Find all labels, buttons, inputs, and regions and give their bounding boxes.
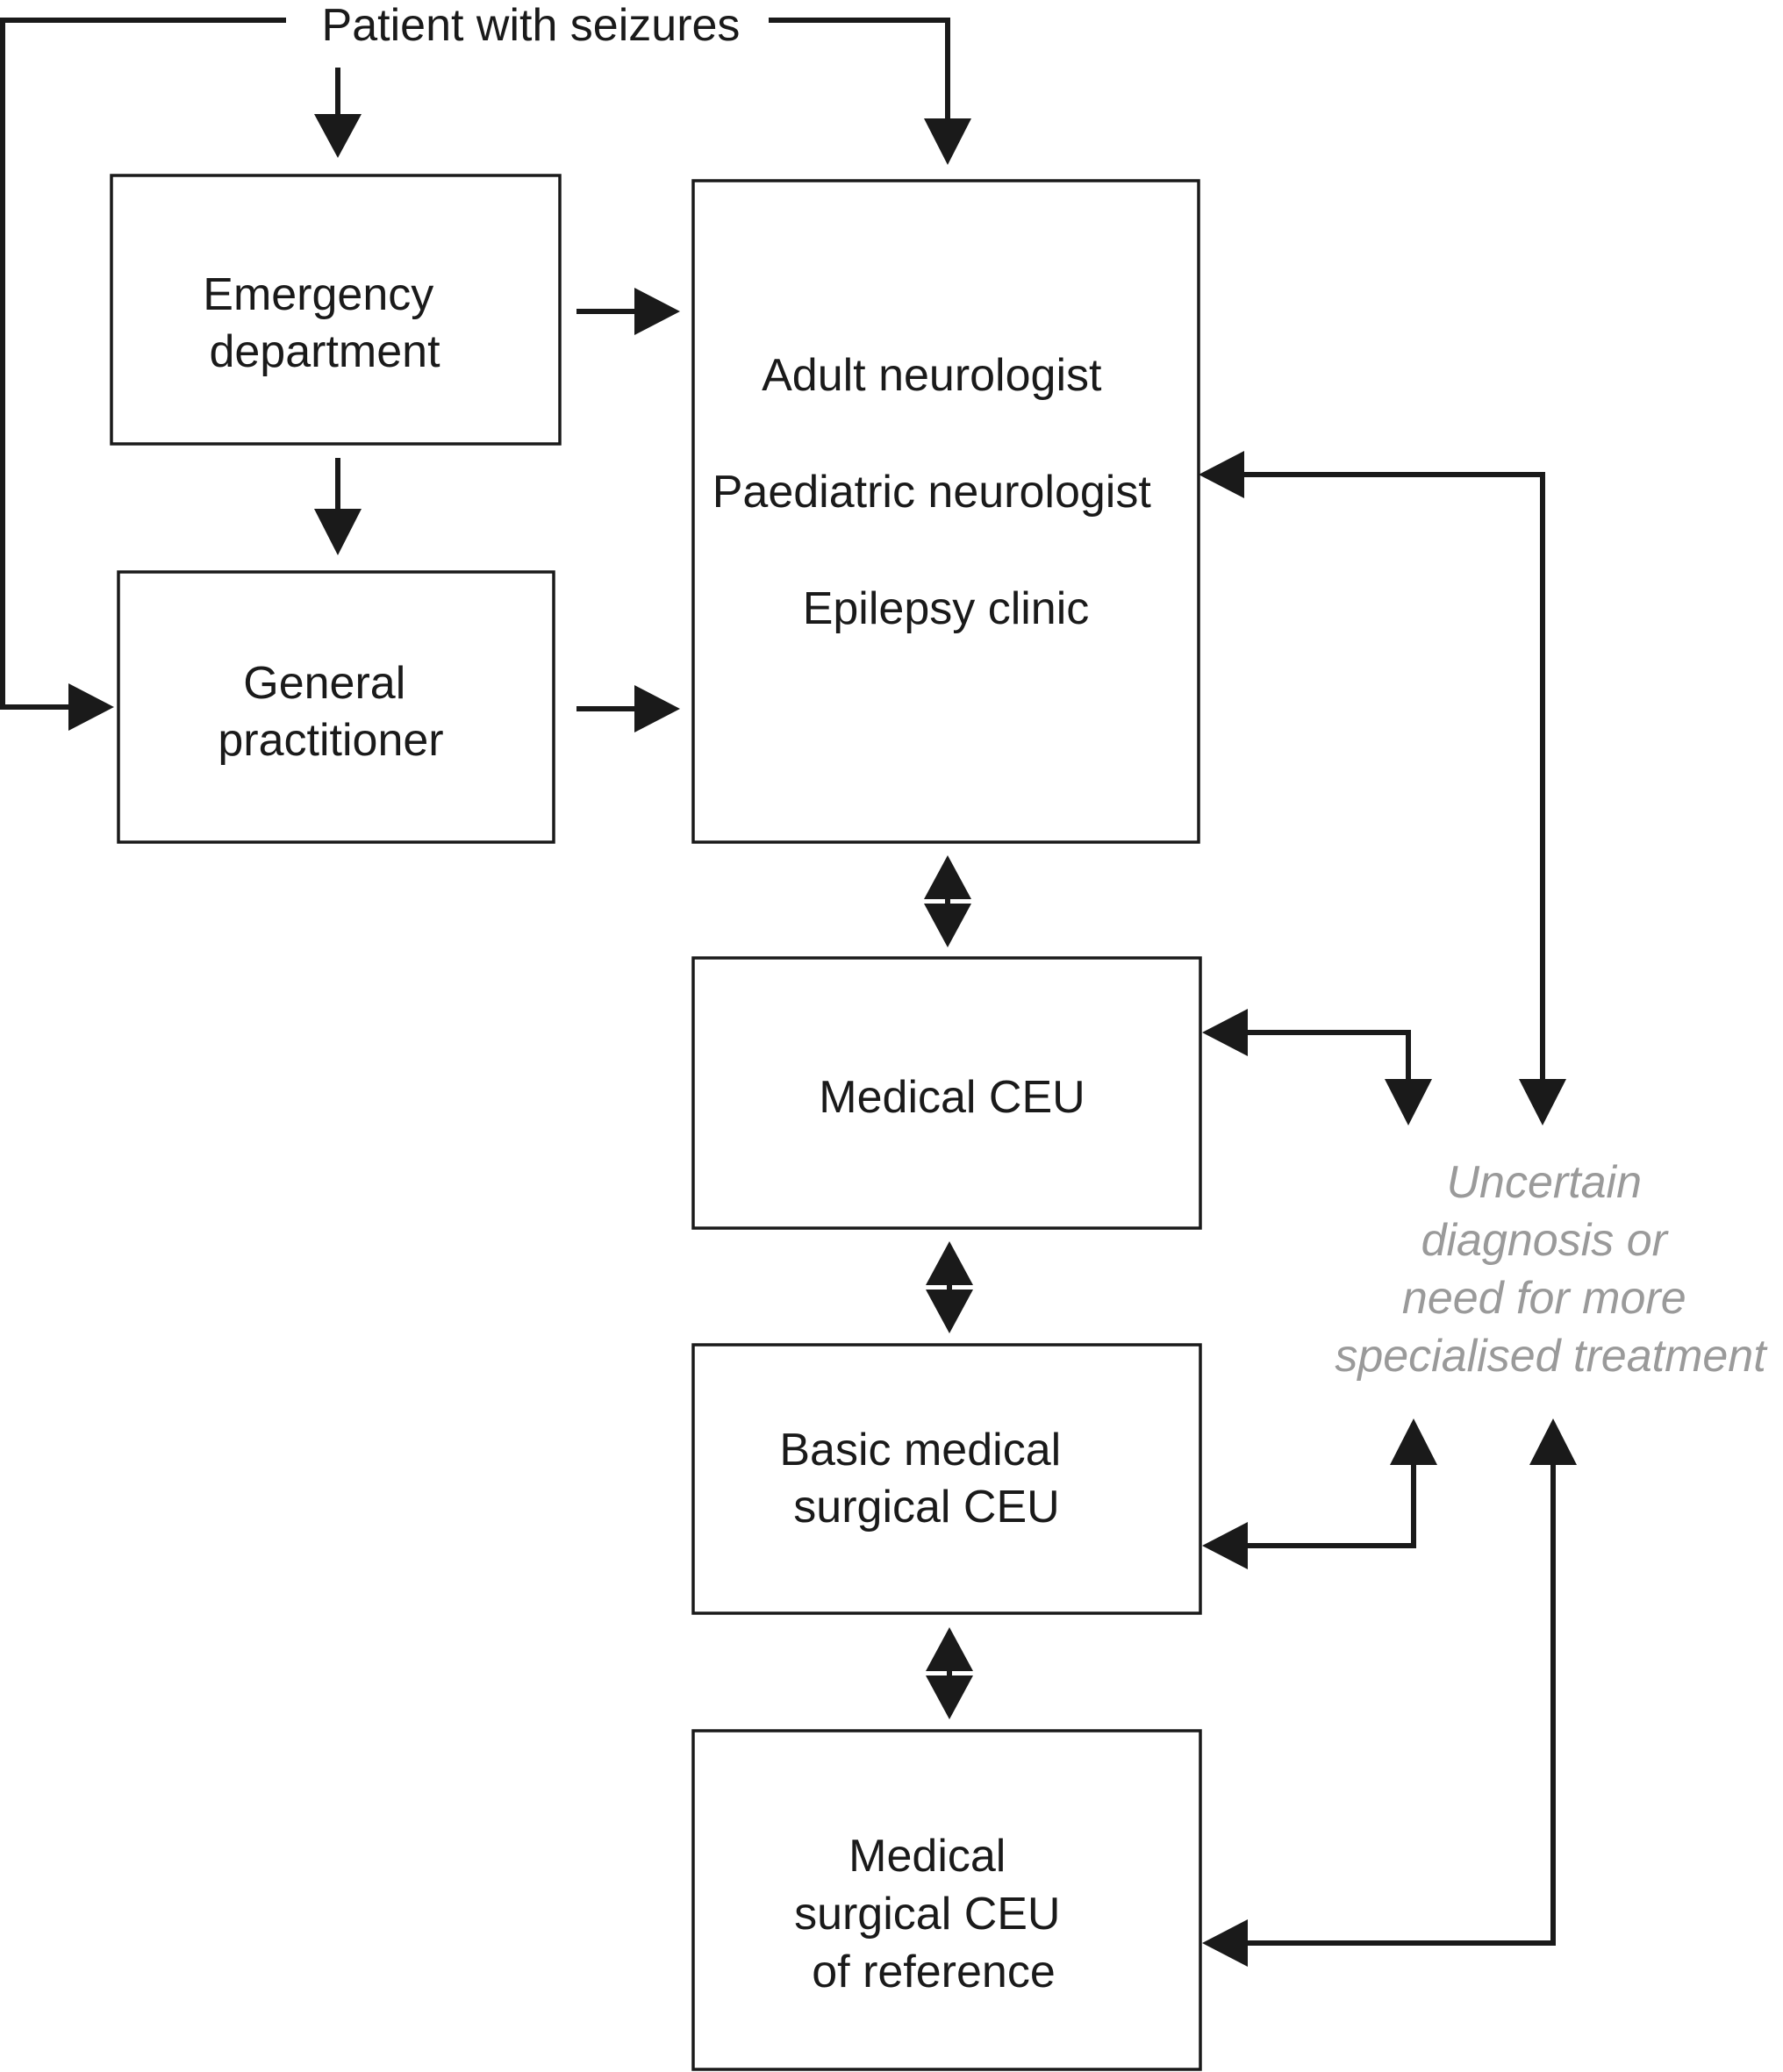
svg-text:Basic medical surgical C: Basic medical surgical CEU bbox=[779, 1425, 1073, 1533]
arrow-specialists-uncertain bbox=[1199, 451, 1566, 1125]
uncertain-line-1: Uncertain bbox=[1446, 1157, 1642, 1208]
patient-with-seizures-label: Patient with seizures bbox=[322, 0, 741, 51]
svg-text:Emergency department: Emergency department bbox=[203, 269, 446, 377]
reference-ceu-line-2: surgical CEU bbox=[794, 1889, 1060, 1940]
adult-neurologist-label: Adult neurologist bbox=[762, 350, 1102, 401]
arrow-reference-ceu-uncertain bbox=[1202, 1418, 1577, 1967]
uncertain-line-3: need for more bbox=[1402, 1273, 1686, 1324]
basic-ceu-line-1: Basic medical bbox=[779, 1425, 1061, 1475]
uncertain-line-2: diagnosis or bbox=[1421, 1215, 1670, 1266]
arrow-patient-to-emergency bbox=[314, 68, 362, 158]
medical-ceu-node: Medical CEU bbox=[691, 956, 1202, 1230]
general-practitioner-node: General practitioner bbox=[117, 570, 555, 844]
arrow-medical-ceu-uncertain bbox=[1202, 1009, 1432, 1125]
specialists-node: Adult neurologist Paediatric neurologist… bbox=[691, 179, 1200, 844]
arrow-patient-to-gp bbox=[0, 18, 286, 731]
svg-text:General practitioner: General practitioner bbox=[218, 658, 443, 766]
arrow-patient-to-specialists bbox=[769, 18, 971, 165]
emergency-line-2: department bbox=[209, 326, 440, 377]
uncertain-diagnosis-note: Uncertain diagnosis or need for more spe… bbox=[1335, 1157, 1768, 1382]
basic-ceu-line-2: surgical CEU bbox=[793, 1482, 1059, 1533]
reference-ceu-node: Medical surgical CEU of reference bbox=[691, 1729, 1202, 2071]
epilepsy-clinic-label: Epilepsy clinic bbox=[803, 583, 1090, 634]
arrow-gp-to-specialists bbox=[576, 685, 680, 732]
gp-line-1: General bbox=[243, 658, 405, 709]
gp-line-2: practitioner bbox=[218, 715, 443, 766]
medical-ceu-label: Medical CEU bbox=[819, 1072, 1085, 1123]
arrow-emergency-to-specialists bbox=[576, 288, 680, 335]
arrow-basic-ceu-uncertain bbox=[1202, 1418, 1437, 1569]
emergency-department-node: Emergency department bbox=[110, 174, 562, 446]
arrow-basic-reference-ceu bbox=[926, 1627, 973, 1719]
reference-ceu-line-3: of reference bbox=[812, 1947, 1056, 1997]
paediatric-neurologist-label: Paediatric neurologist bbox=[712, 467, 1152, 518]
arrow-specialists-medical-ceu bbox=[924, 855, 971, 947]
arrow-medical-basic-ceu bbox=[926, 1241, 973, 1333]
reference-ceu-line-1: Medical bbox=[849, 1831, 1006, 1882]
svg-text:Medical surgical CEU: Medical surgical CEU of reference bbox=[794, 1831, 1073, 1997]
uncertain-line-4: specialised treatment bbox=[1335, 1331, 1768, 1382]
basic-medical-surgical-ceu-node: Basic medical surgical CEU bbox=[691, 1343, 1202, 1615]
arrow-emergency-to-gp bbox=[314, 458, 362, 555]
svg-text:Adult neurologist Paedia: Adult neurologist Paediatric neurologist… bbox=[712, 350, 1164, 634]
emergency-line-1: Emergency bbox=[203, 269, 433, 320]
